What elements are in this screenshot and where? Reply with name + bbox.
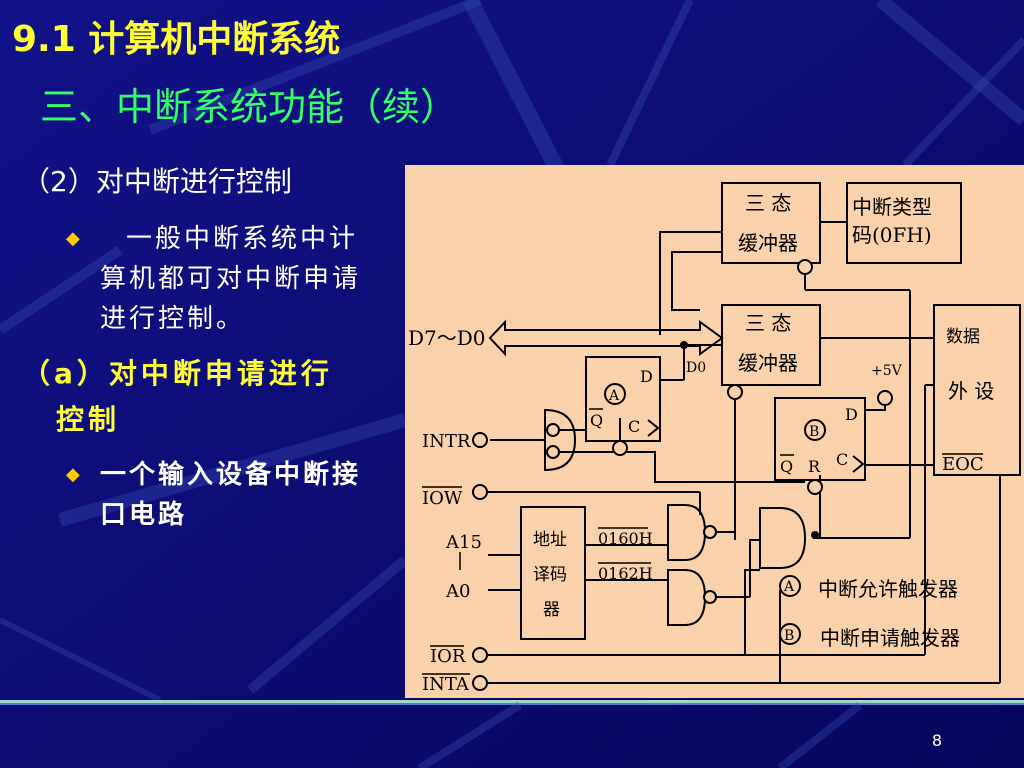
decoder-label: 器 <box>543 600 560 620</box>
ior-label: IOR <box>430 646 466 667</box>
inta-label: INTA <box>422 674 470 695</box>
device-label: 数据 <box>946 327 980 347</box>
point-a-line: 控制 <box>56 403 121 436</box>
bullet-text-line: 一个输入设备中断接 <box>100 460 362 490</box>
buffer2-label: 缓冲器 <box>738 351 798 375</box>
ffa-c-label: C <box>628 417 640 436</box>
address-0160h-label: 0160H <box>598 529 653 548</box>
buffer1-label: 三 态 <box>745 191 791 215</box>
ffb-circle-label: B <box>809 424 819 440</box>
page-number: 8 <box>931 731 942 750</box>
point-control: （2）对中断进行控制 <box>22 165 292 198</box>
bullet-text-line: 算机都可对中断申请 <box>100 264 362 294</box>
ffa-q-label: Q <box>590 411 603 430</box>
legend-a-circle-label: A <box>783 579 795 595</box>
slide-title: 9.1 计算机中断系统 <box>12 19 341 60</box>
slide-subtitle: 三、中断系统功能（续） <box>40 85 459 129</box>
data-bus-label: D7～D0 <box>408 326 486 350</box>
diamond-bullet-icon: ◆ <box>66 228 80 249</box>
legend-a-text: 中断允许触发器 <box>818 577 958 601</box>
ffb-c-label: C <box>836 450 848 469</box>
decoder-label: 译码 <box>533 565 567 585</box>
device-label: 外 设 <box>948 379 994 403</box>
bullet-text-line: 进行控制。 <box>100 304 246 334</box>
point-a-line: （a）对中断申请进行 <box>22 357 333 390</box>
legend-b-circle-label: B <box>784 628 794 644</box>
bullet-text-line: 一般中断系统中计 <box>126 224 359 254</box>
type-code-label: 码(0FH) <box>852 223 932 247</box>
ffa-circle-label: A <box>608 388 620 404</box>
legend-b-text: 中断申请触发器 <box>820 626 960 650</box>
interrupt-circuit-diagram: 三 态 缓冲器 中断类型 码(0FH) 三 态 缓冲器 D7～D0 D0 +5V… <box>405 165 1024 698</box>
ffb-r-label: R <box>808 457 821 476</box>
iow-label: IOW <box>422 488 463 509</box>
buffer2-label: 三 态 <box>745 311 791 335</box>
intr-label: INTR <box>422 431 471 452</box>
diamond-bullet-icon: ◆ <box>66 464 80 485</box>
plus5v-label: +5V <box>871 363 903 379</box>
eoc-label: EOC <box>942 454 984 475</box>
ffb-d-label: D <box>845 405 858 424</box>
a15-label: A15 <box>445 532 482 553</box>
decoder-label: 地址 <box>533 530 567 550</box>
ffb-q-label: Q <box>780 457 793 476</box>
buffer1-label: 缓冲器 <box>738 231 798 255</box>
ffa-d-label: D <box>640 367 653 386</box>
address-0162h-label: 0162H <box>598 564 653 583</box>
a0-label: A0 <box>445 581 470 602</box>
d0-label: D0 <box>686 360 706 376</box>
bullet-text-line: 口电路 <box>100 500 188 530</box>
type-code-label: 中断类型 <box>852 195 932 219</box>
